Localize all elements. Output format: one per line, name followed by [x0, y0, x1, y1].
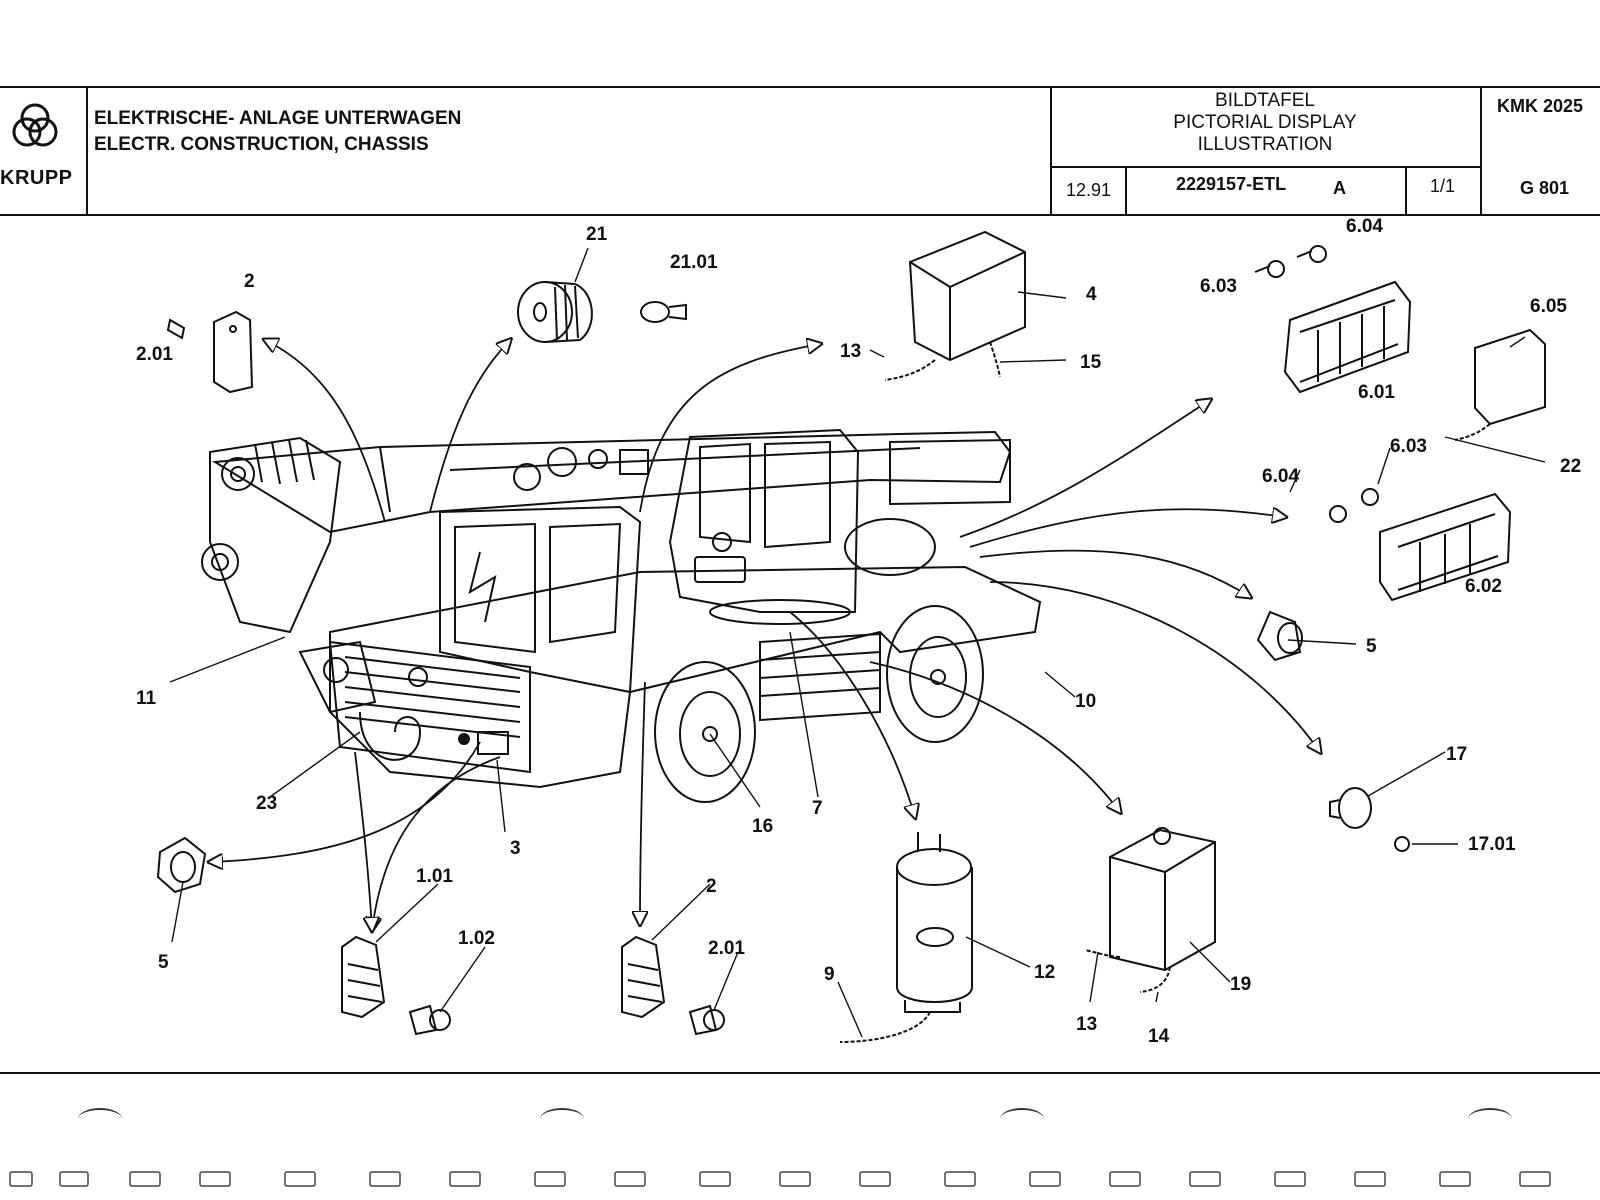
chassis-body: [329, 565, 1042, 789]
callout-arrows: [210, 340, 1320, 930]
binder-ring-mark: [1468, 1108, 1512, 1130]
callout-22: 22: [1560, 456, 1581, 477]
issue-date: 12.91: [1066, 180, 1112, 200]
part-5-connector-right: [1256, 610, 1303, 662]
callout-5-right: 5: [1366, 636, 1377, 657]
revision-letter: A: [1333, 178, 1346, 198]
part-1-01-side-light: [341, 935, 451, 1036]
perforation-holes: [9, 1171, 1551, 1187]
callout-17: 17: [1446, 744, 1467, 765]
callout-12: 12: [1034, 962, 1055, 983]
callout-2-01-top: 2.01: [136, 344, 173, 365]
callout-6-05: 6.05: [1530, 296, 1567, 317]
divider: [86, 88, 88, 214]
divider: [1480, 88, 1482, 214]
part-2-marker-light-top: [166, 310, 254, 394]
callout-11: 11: [136, 688, 157, 709]
crane-hook: [359, 711, 422, 761]
divider: [1050, 166, 1480, 168]
drawing-title: ELEKTRISCHE- ANLAGE UNTERWAGEN ELECTR. C…: [94, 106, 461, 158]
callout-16: 16: [752, 816, 773, 837]
callout-6-02: 6.02: [1465, 576, 1502, 597]
part-19-junction-box: [1084, 827, 1216, 993]
front-wheel: [654, 661, 756, 803]
operator-cab: [668, 428, 860, 613]
sheet-number: 1/1: [1430, 176, 1456, 196]
callout-labels: 21 21.01 2 2.01 4 13 15 6.04 6.03 6.01 6…: [136, 216, 1581, 1047]
callout-10: 10: [1075, 691, 1096, 712]
part-6-01-rear-lamp: [1254, 245, 1412, 394]
rear-wheel: [886, 605, 984, 743]
display-line-2: PICTORIAL DISPLAY: [1173, 112, 1357, 133]
krupp-rings-logo: [12, 103, 58, 147]
callout-1-02: 1.02: [458, 928, 495, 949]
model-number: KMK 2025: [1497, 96, 1584, 116]
part-6-02-rear-lamp: [1329, 488, 1512, 602]
binder-ring-mark: [78, 1108, 122, 1130]
callout-6-01: 6.01: [1358, 382, 1395, 403]
title-block: KRUPP ELEKTRISCHE- ANLAGE UNTERWAGEN ELE…: [0, 86, 1600, 216]
callout-23: 23: [256, 793, 277, 814]
display-line-3: ILLUSTRATION: [1197, 134, 1333, 155]
callout-5-left: 5: [158, 952, 169, 973]
display-label-block: BILDTAFEL PICTORIAL DISPLAY ILLUSTRATION: [1050, 90, 1480, 156]
callout-6-03-mid: 6.03: [1390, 436, 1427, 457]
callout-6-03-top: 6.03: [1200, 276, 1237, 297]
callout-3: 3: [510, 838, 521, 859]
boom-box: [889, 438, 1011, 506]
callout-13-top: 13: [840, 341, 861, 362]
callout-2-01-bottom: 2.01: [708, 938, 745, 959]
part-17-plug: [1329, 787, 1410, 852]
callout-14: 14: [1148, 1026, 1170, 1047]
driver-cab: [439, 505, 642, 694]
binder-ring-mark: [1000, 1108, 1044, 1130]
title-german: ELEKTRISCHE- ANLAGE UNTERWAGEN: [94, 108, 462, 129]
part-12-horn-cylinder: [839, 832, 973, 1043]
callout-9: 9: [824, 964, 835, 985]
callout-19: 19: [1230, 974, 1251, 995]
part-4-control-box: [884, 230, 1026, 381]
callout-15: 15: [1080, 352, 1102, 373]
part-21-01-bulb: [640, 301, 687, 323]
callout-21-01: 21.01: [670, 252, 718, 273]
spare-wheel: [844, 518, 936, 576]
callout-4: 4: [1086, 284, 1097, 305]
boom: [211, 430, 1012, 534]
callout-17-01: 17.01: [1468, 834, 1516, 855]
brand-name: KRUPP: [0, 167, 73, 189]
leader-lines: [169, 247, 1546, 1038]
exploded-parts-drawing: 21 21.01 2 2.01 4 13 15 6.04 6.03 6.01 6…: [136, 216, 1581, 1047]
crane-truck: [201, 428, 1042, 803]
part-5-connector-left: [156, 836, 207, 894]
callout-2-bottom: 2: [706, 876, 717, 897]
callout-21: 21: [586, 224, 608, 245]
boom-head: [201, 436, 342, 634]
front-grille: [328, 640, 531, 774]
frame-bottom-line: [0, 1072, 1600, 1074]
binder-ring-mark: [540, 1108, 584, 1130]
page-code: G 801: [1520, 178, 1570, 198]
divider: [1405, 166, 1407, 214]
access-steps: [759, 632, 881, 722]
divider: [1125, 166, 1127, 214]
display-line-1: BILDTAFEL: [1215, 90, 1315, 111]
callout-6-04-mid: 6.04: [1262, 466, 1299, 487]
brand-logo-cell: KRUPP: [0, 88, 86, 214]
title-english: ELECTR. CONSTRUCTION, CHASSIS: [94, 134, 429, 155]
callout-1-01: 1.01: [416, 866, 453, 887]
part-6-05-lamp-box: [1454, 328, 1546, 441]
part-21-beacon: [517, 281, 593, 343]
callout-13-bottom: 13: [1076, 1014, 1097, 1035]
turntable: [709, 599, 851, 625]
drawing-number: 2229157-ETL: [1176, 174, 1287, 194]
callout-2-top: 2: [244, 271, 255, 292]
divider: [1050, 88, 1052, 214]
callout-7: 7: [812, 798, 823, 819]
callout-6-04-top: 6.04: [1346, 216, 1383, 237]
